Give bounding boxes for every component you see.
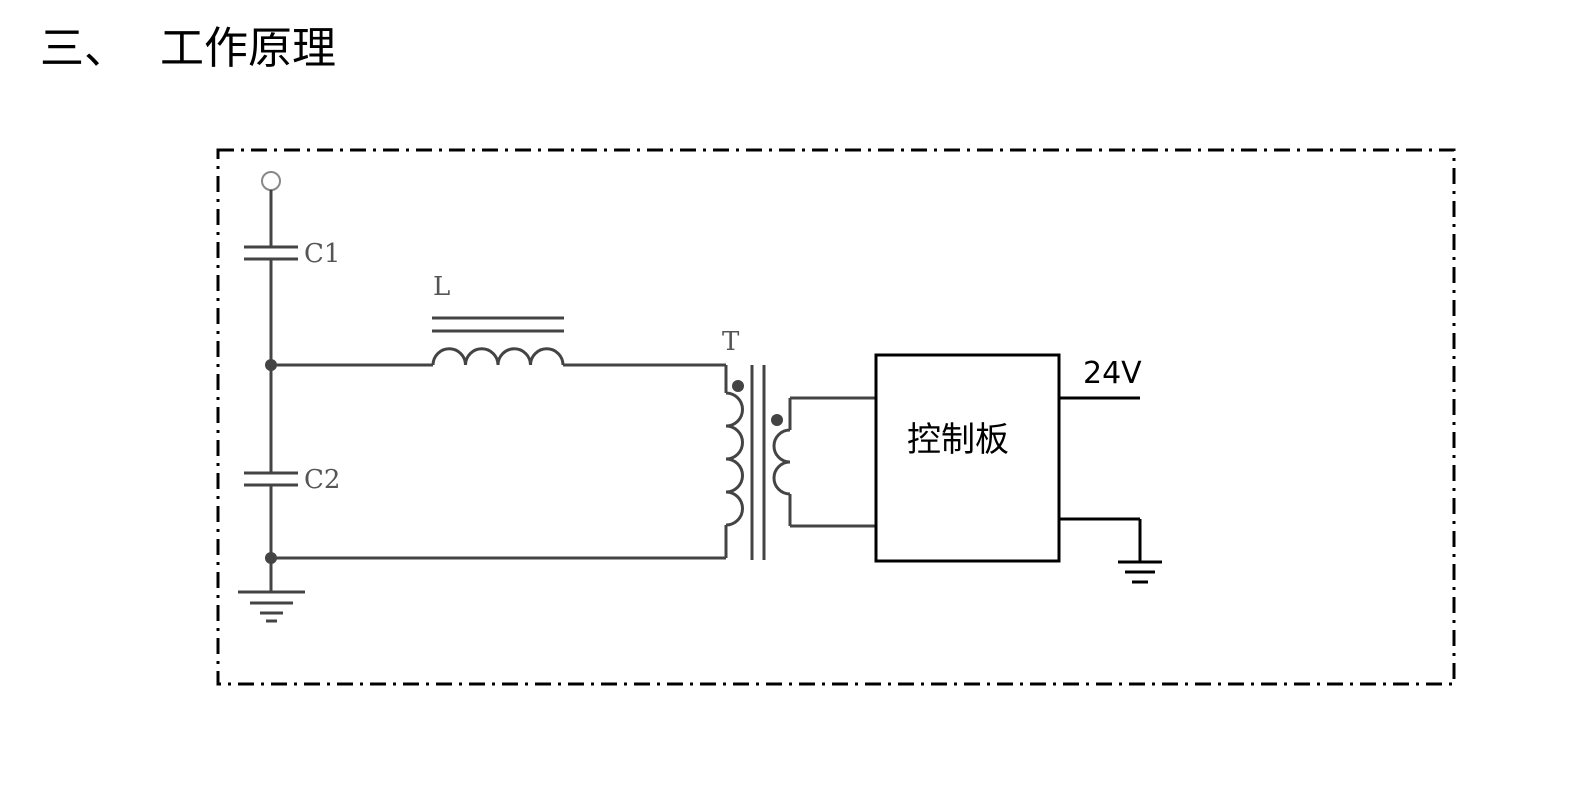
section-number: 三、: [40, 23, 128, 74]
section-heading: 三、 工作原理: [40, 14, 336, 74]
label-c1: C1: [304, 239, 340, 269]
input-terminal: [261, 171, 281, 191]
inductor-l: [431, 316, 565, 366]
enclosure-border: [216, 148, 1456, 686]
capacitor-c2: [244, 471, 298, 487]
capacitor-c1: [244, 245, 298, 261]
label-l: L: [433, 272, 450, 302]
ground-left: [238, 590, 305, 623]
label-c2: C2: [304, 465, 340, 495]
ground-right: [1059, 517, 1162, 584]
label-24v: 24V: [1083, 356, 1142, 391]
polarity-dot-secondary: [771, 414, 783, 426]
top-wire: [271, 363, 728, 393]
polarity-dot-primary: [732, 380, 744, 392]
label-t: T: [722, 327, 740, 357]
control-board-box: [874, 353, 1061, 563]
transformer-primary: [725, 391, 744, 527]
transformer-t: [725, 365, 876, 560]
bottom-wire: [271, 525, 728, 560]
label-control-board: 控制板: [907, 420, 1009, 460]
section-title: 工作原理: [160, 23, 336, 74]
transformer-secondary: [772, 428, 791, 496]
left-branch: [261, 171, 281, 592]
